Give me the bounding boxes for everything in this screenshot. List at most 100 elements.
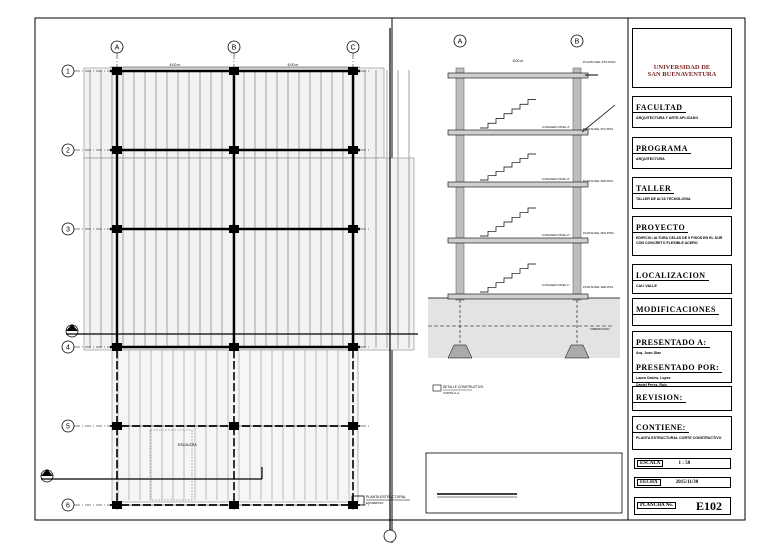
section-cut-marker-vertical <box>383 28 397 543</box>
column <box>112 67 122 75</box>
date-label: FECHA <box>637 479 661 486</box>
svg-text:C: C <box>350 45 355 52</box>
column <box>229 501 239 509</box>
section-footing <box>564 344 590 359</box>
faculty-title: FACULTAD <box>633 101 686 113</box>
section-floor-label-2: PLANTA DEL 2DO PISO <box>583 231 614 235</box>
column <box>112 422 122 430</box>
svg-text:DETALLE CONSTRUCTIVO: DETALLE CONSTRUCTIVO <box>443 385 484 389</box>
date-value: 2015/11/30 <box>675 480 699 485</box>
plan-axis-5: 5 <box>61 419 75 433</box>
section-roof-label: PLANTA DEL 5TO PISO <box>583 60 616 64</box>
revision-title: REVISION: <box>633 391 686 403</box>
plan-axis-c: C <box>346 40 360 54</box>
svg-text:B: B <box>575 39 580 46</box>
presented-by-name-2: Daniel Perez, Ruiz <box>636 383 667 387</box>
plan-bay-width-1: 6.00 m <box>170 63 181 67</box>
scale-value: 1 : 50 <box>678 461 691 466</box>
plan-axis-b: B <box>227 40 241 54</box>
column <box>348 422 358 430</box>
plan-joists <box>83 67 415 503</box>
presented-to-value: Arq. Juan Diaz <box>636 351 661 355</box>
plan-bay-width-2: 6.00 m <box>288 63 299 67</box>
plan-axis-1: 1 <box>61 64 75 78</box>
plan-axis-6: 6 <box>61 498 75 512</box>
location-value: CALI VALLE <box>636 284 657 288</box>
section-slab <box>447 129 589 136</box>
section-detail-label: DETALLE CONSTRUCTIVO CORTE A-A <box>432 384 484 395</box>
svg-text:CORTE A-A: CORTE A-A <box>443 391 459 395</box>
svg-text:6: 6 <box>66 503 70 510</box>
section-footing <box>447 344 473 359</box>
section-slab <box>447 181 589 188</box>
svg-text:4: 4 <box>66 345 70 352</box>
legend-box <box>425 452 623 514</box>
workshop-title: TALLER <box>633 182 675 194</box>
title-block-revision: REVISION: <box>632 386 732 411</box>
svg-text:3: 3 <box>66 227 70 234</box>
plan-title: PLANTA ESTRUCTURAL ENTREPISO <box>351 495 410 506</box>
sheet-label: PLANCHA No. <box>637 502 677 509</box>
column <box>348 343 358 351</box>
section-slab-label-2: LOSACERO NIVEL 2° <box>542 233 570 237</box>
program-value: ARQUITECTURA <box>636 157 665 161</box>
section-cut-marker-bottom <box>40 467 263 483</box>
column <box>348 67 358 75</box>
contents-title: CONTIENE: <box>633 421 689 433</box>
svg-text:ESCALERA: ESCALERA <box>178 443 197 447</box>
column <box>229 146 239 154</box>
column <box>112 343 122 351</box>
program-title: PROGRAMA <box>633 142 691 154</box>
title-block-project: PROYECTO EDIFICIO: ALTURA CELAS DE 5 PIS… <box>632 216 732 256</box>
presented-by-name-1: Laura Castro, Lopez <box>636 376 671 380</box>
svg-text:A: A <box>458 39 463 46</box>
svg-text:5: 5 <box>66 424 70 431</box>
slab-zone-2 <box>83 157 415 351</box>
section-floor-label-4: PLANTA DEL 4TO PISO <box>583 127 614 131</box>
svg-text:PLANTA ESTRUCTURAL: PLANTA ESTRUCTURAL <box>366 495 406 499</box>
svg-text:2: 2 <box>66 148 70 155</box>
column <box>112 501 122 509</box>
section-foundation-label: CIMENTACION <box>590 327 609 331</box>
date-row: FECHA 2015/11/30 <box>634 477 731 488</box>
plan-axis-2: 2 <box>61 143 75 157</box>
plan-axis-4: 4 <box>61 340 75 354</box>
section-slab <box>447 237 589 244</box>
scale-row: ESCALA 1 : 50 <box>634 458 731 469</box>
column <box>112 225 122 233</box>
title-block-modifications: MODIFICACIONES <box>632 298 732 326</box>
section-stair <box>480 263 536 293</box>
title-block-presented: PRESENTADO A: Arq. Juan Diaz PRESENTADO … <box>632 331 732 387</box>
section-axis-a: A <box>453 34 467 48</box>
column <box>112 146 122 154</box>
sheet-value: E102 <box>695 499 722 513</box>
sheet-row: PLANCHA No. E102 <box>634 497 731 515</box>
section-slab-label-4: LOSACERO NIVEL 4° <box>542 125 570 129</box>
section-stair <box>480 99 536 129</box>
construction-section <box>428 67 620 359</box>
title-block-workshop: TALLER TALLER DE ALTA TECNOLOGIA <box>632 177 732 209</box>
modifications-value <box>633 317 731 319</box>
section-floor-label-3: PLANTA DEL 3ER PISO <box>583 179 614 183</box>
column <box>348 146 358 154</box>
svg-text:1: 1 <box>66 69 70 76</box>
project-value: EDIFICIO: ALTURA CELAS DE 5 PISOS EN EL … <box>636 236 723 245</box>
modifications-title: MODIFICACIONES <box>633 303 719 315</box>
column <box>229 422 239 430</box>
title-block-logo-box: UNIVERSIDAD DE SAN BUENAVENTURA <box>632 28 732 88</box>
presented-to-title: PRESENTADO A: <box>633 336 710 348</box>
column <box>229 67 239 75</box>
section-slab <box>447 72 589 79</box>
section-stair <box>480 207 536 237</box>
university-name: UNIVERSIDAD DE SAN BUENAVENTURA <box>647 64 717 78</box>
faculty-value: ARQUITECTURA Y ARTE APLICADO <box>636 116 699 120</box>
section-stair <box>480 153 536 181</box>
column-round <box>229 224 239 234</box>
plan-grid <box>74 53 370 510</box>
plan-axis-a: A <box>110 40 124 54</box>
column <box>229 343 239 351</box>
svg-text:B: B <box>232 45 237 52</box>
section-slab <box>447 293 589 300</box>
plan-axis-3: 3 <box>61 222 75 236</box>
